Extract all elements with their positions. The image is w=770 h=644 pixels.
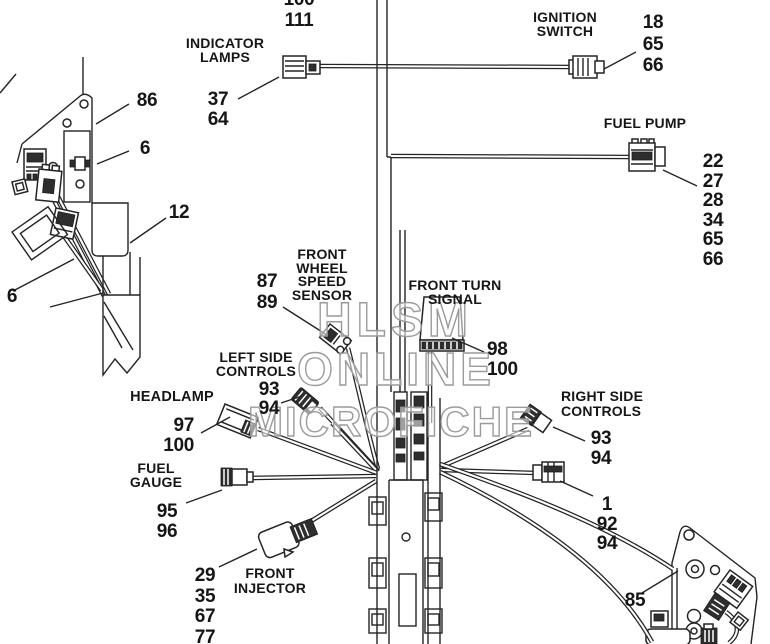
right-side-controls-connector bbox=[519, 403, 553, 434]
label-headlamp: HEADLAMP bbox=[130, 389, 214, 405]
callout-left-side-controls-numbers: 93 94 bbox=[258, 379, 280, 419]
accessory-connector bbox=[532, 461, 565, 483]
callout-leader-lines bbox=[12, 51, 698, 594]
callout-right-connector-numbers: 1 92 94 bbox=[596, 494, 618, 554]
label-front-injector: FRONT INJECTOR bbox=[233, 565, 307, 596]
callout-right-side-controls-numbers: 93 94 bbox=[590, 428, 612, 469]
watermark-line-3: MICROFICHE bbox=[248, 398, 534, 445]
left-bracket-assembly bbox=[0, 57, 141, 378]
watermark-line-1: HLSM bbox=[317, 294, 473, 347]
harness-break-symbol bbox=[102, 294, 141, 378]
headlamp-connector bbox=[215, 403, 260, 439]
small-connector bbox=[11, 177, 29, 196]
label-fuel-pump: FUEL PUMP bbox=[603, 115, 687, 131]
connector-block bbox=[34, 163, 63, 204]
front-wheel-speed-sensor-connector bbox=[318, 322, 353, 356]
callout-left-bracket-12: 12 bbox=[168, 202, 190, 223]
label-right-side-controls: RIGHT SIDE CONTROLS bbox=[561, 388, 644, 419]
callout-fuel-gauge-numbers: 95 96 bbox=[156, 501, 178, 542]
left-side-controls-connector bbox=[291, 387, 319, 415]
label-front-turn-signal: FRONT TURN SIGNAL bbox=[408, 277, 502, 307]
label-left-side-controls: LEFT SIDE CONTROLS bbox=[215, 349, 297, 379]
callout-indicator-lamps-numbers: 37 64 bbox=[207, 89, 229, 130]
small-connector bbox=[728, 610, 750, 632]
striped-connector bbox=[703, 592, 731, 621]
fuel-gauge-connector bbox=[220, 467, 254, 487]
label-front-wheel-speed-sensor: FRONT WHEEL SPEED SENSOR bbox=[291, 246, 353, 303]
callout-left-bracket-6b: 6 bbox=[6, 286, 18, 307]
right-bracket-assembly bbox=[645, 525, 758, 644]
callout-left-bracket-6a: 6 bbox=[139, 138, 151, 159]
watermark: HLSM ONLINE MICROFICHE bbox=[247, 293, 534, 445]
callout-fuel-pump-numbers: 22 27 28 34 65 66 bbox=[702, 151, 724, 270]
indicator-lamps-connector bbox=[282, 55, 321, 79]
module-bracket bbox=[11, 205, 69, 261]
label-indicator-lamps: INDICATOR LAMPS bbox=[185, 35, 265, 65]
ignition-switch-connector bbox=[568, 55, 605, 79]
relay-connector bbox=[49, 207, 80, 241]
fuel-pump-connector bbox=[628, 138, 666, 172]
front-injector-connector bbox=[257, 517, 319, 559]
callout-front-turn-signal-numbers: 98 100 bbox=[487, 339, 518, 380]
screw-icon bbox=[69, 156, 91, 171]
callout-right-bracket-85: 85 bbox=[624, 590, 646, 611]
callout-front-injector-numbers: 29 35 67 77 bbox=[194, 565, 216, 644]
callout-front-wheel-speed-sensor-numbers: 87 89 bbox=[256, 271, 278, 313]
callout-ignition-switch-numbers: 18 65 66 bbox=[642, 12, 664, 76]
watermark-line-2: ONLINE bbox=[297, 343, 495, 395]
main-harness-trunk bbox=[368, 0, 443, 644]
callout-harness-top-numbers: 100 111 bbox=[284, 0, 315, 31]
harness-wires bbox=[247, 63, 675, 644]
front-turn-signal-connector bbox=[419, 296, 465, 352]
label-fuel-gauge: FUEL GAUGE bbox=[129, 460, 183, 490]
callout-headlamp-numbers: 97 100 bbox=[163, 415, 194, 456]
callout-left-bracket-86: 86 bbox=[136, 90, 158, 111]
label-ignition-switch: IGNITION SWITCH bbox=[533, 9, 597, 39]
